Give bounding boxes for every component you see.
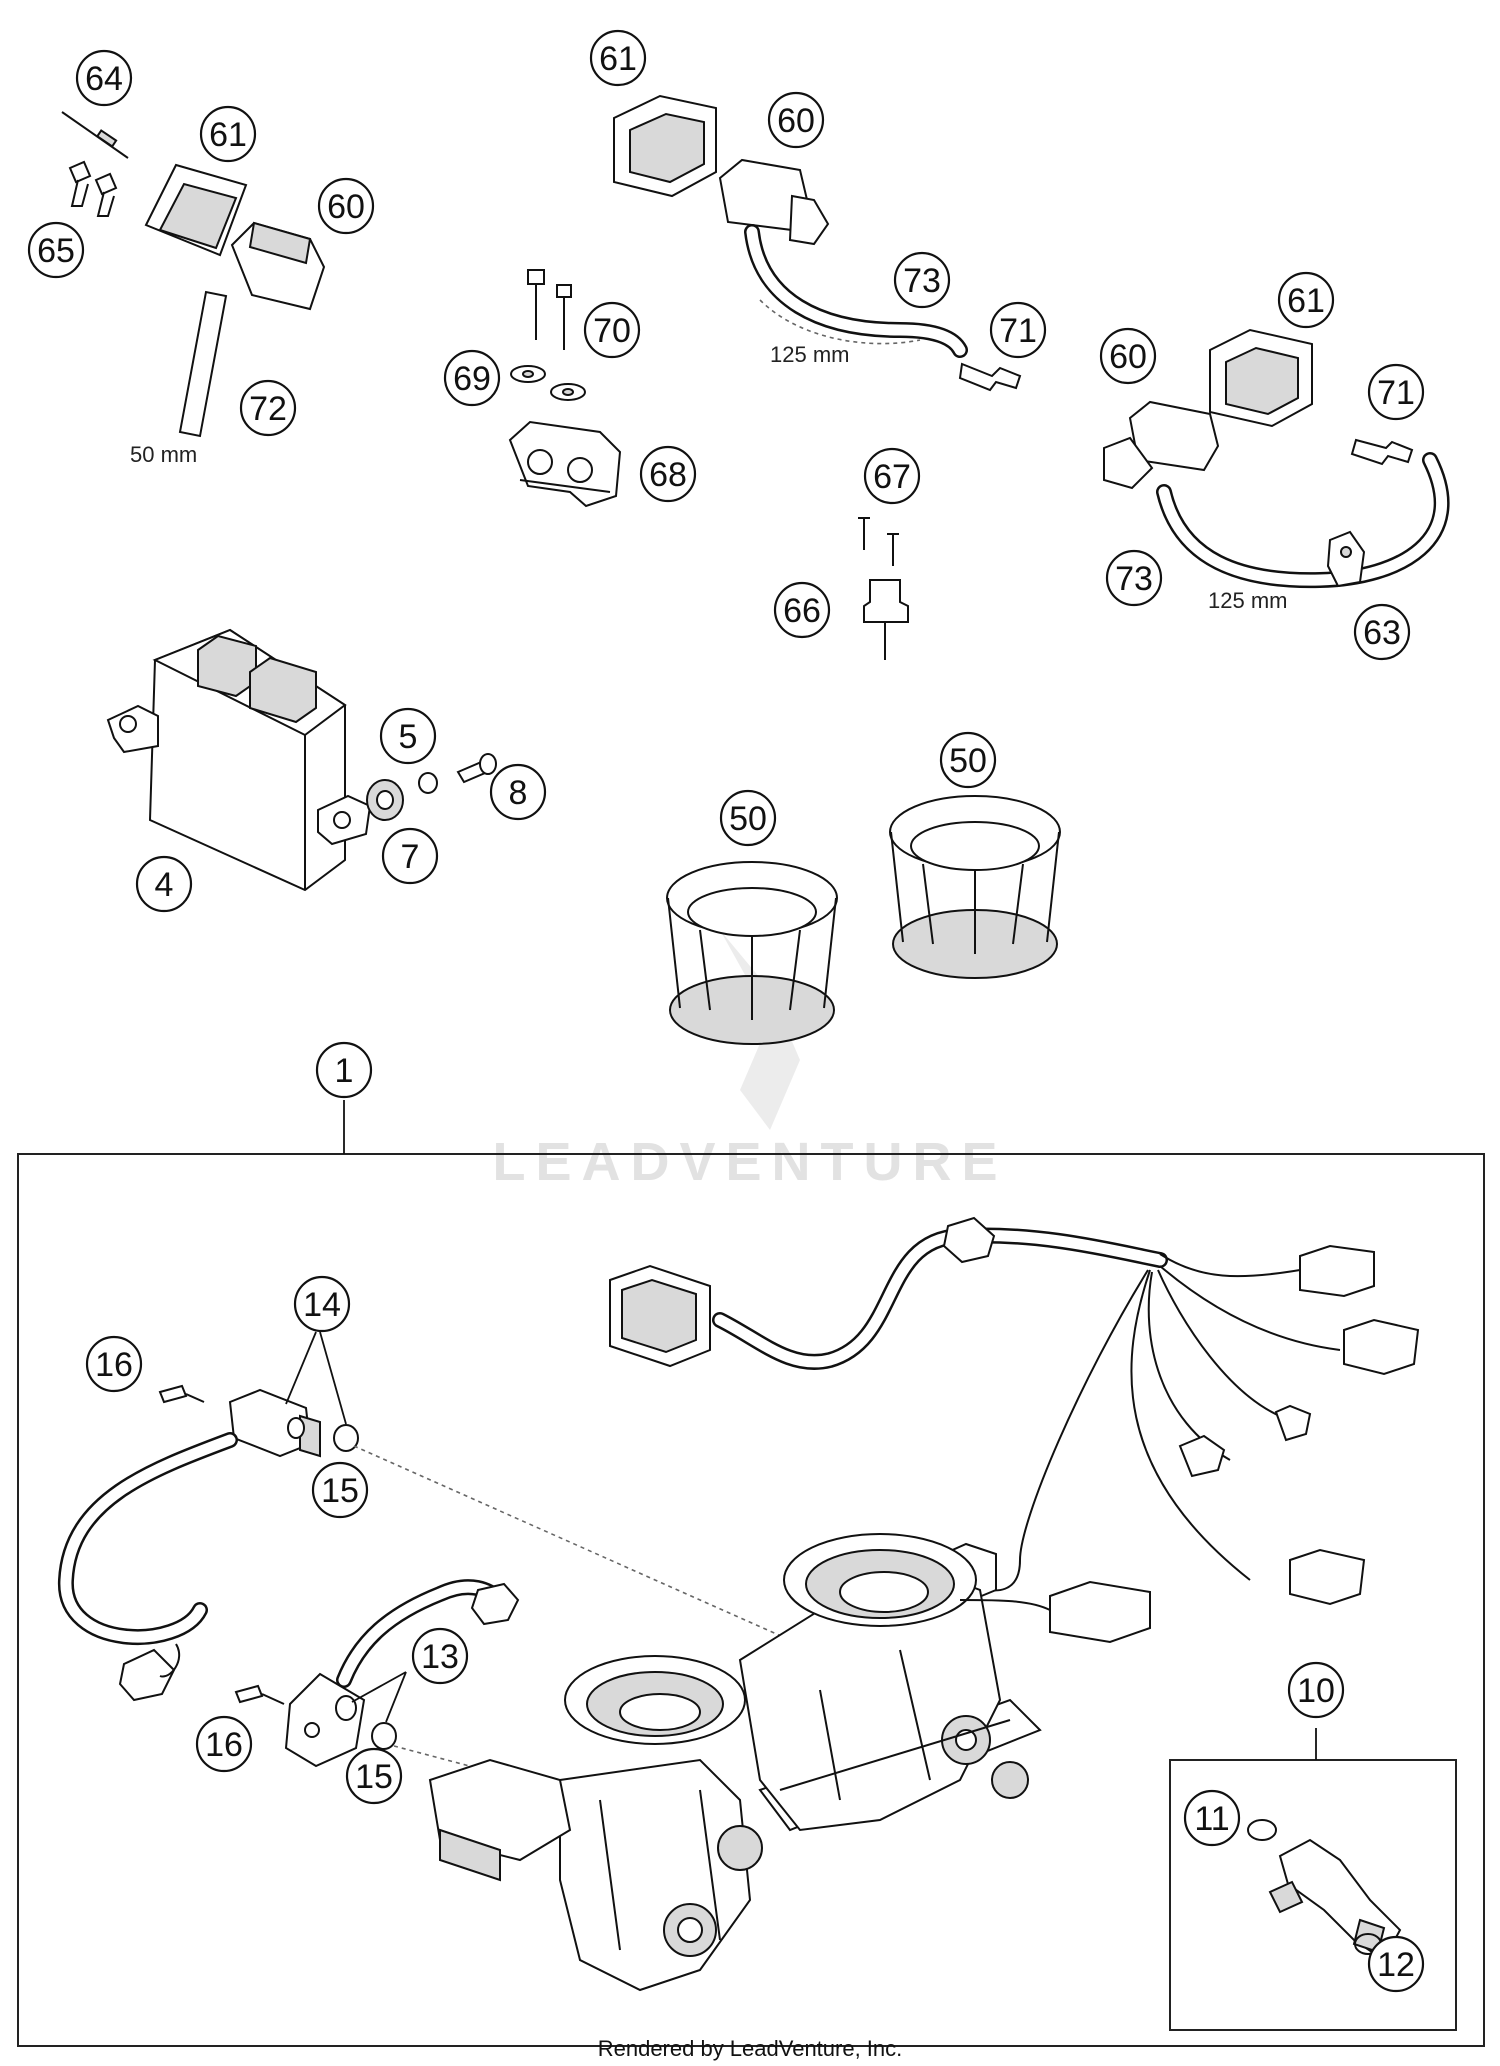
callout-65: 65 xyxy=(27,221,85,279)
air-funnel-left xyxy=(666,861,838,1045)
svg-text:10: 10 xyxy=(1297,1672,1335,1710)
callout-8: 8 xyxy=(489,763,547,821)
throttle-position-sensor-assembly xyxy=(234,1579,561,1791)
dimension-125mm-center: 125 mm xyxy=(770,342,849,367)
svg-text:71: 71 xyxy=(1377,374,1415,412)
svg-text:67: 67 xyxy=(873,458,911,496)
svg-text:73: 73 xyxy=(903,262,941,300)
svg-text:60: 60 xyxy=(777,102,815,140)
leader-lines xyxy=(285,1331,407,1723)
callout-7: 7 xyxy=(381,827,439,885)
callout-50-right: 50 xyxy=(939,731,997,789)
svg-text:14: 14 xyxy=(303,1286,341,1324)
injector-frame-10 xyxy=(1169,1759,1457,2031)
svg-text:4: 4 xyxy=(155,866,174,904)
svg-text:16: 16 xyxy=(95,1346,133,1384)
svg-text:50: 50 xyxy=(729,800,767,838)
callout-16-lower: 16 xyxy=(195,1715,253,1773)
svg-text:60: 60 xyxy=(1109,338,1147,376)
svg-text:5: 5 xyxy=(399,718,418,756)
callout-15-lower: 15 xyxy=(345,1747,403,1805)
render-credit: Rendered by LeadVenture, Inc. xyxy=(598,2036,903,2061)
callout-15-upper: 15 xyxy=(311,1461,369,1519)
callout-60-center: 60 xyxy=(767,91,825,149)
callout-10: 10 xyxy=(1287,1661,1345,1719)
air-funnel-right xyxy=(889,795,1061,979)
svg-text:13: 13 xyxy=(421,1638,459,1676)
throttle-body xyxy=(428,1533,1151,1992)
svg-text:69: 69 xyxy=(453,360,491,398)
callout-60-left: 60 xyxy=(317,177,375,235)
callout-69: 69 xyxy=(443,349,501,407)
svg-text:61: 61 xyxy=(1287,282,1325,320)
svg-text:60: 60 xyxy=(327,188,365,226)
callout-71-center: 71 xyxy=(989,301,1047,359)
svg-text:1: 1 xyxy=(335,1052,354,1090)
svg-text:70: 70 xyxy=(593,312,631,350)
svg-text:15: 15 xyxy=(321,1472,359,1510)
callout-16-upper: 16 xyxy=(85,1335,143,1393)
callout-61-right: 61 xyxy=(1277,271,1335,329)
svg-text:16: 16 xyxy=(205,1726,243,1764)
svg-text:61: 61 xyxy=(599,40,637,78)
callout-61-center: 61 xyxy=(589,29,647,87)
callout-12: 12 xyxy=(1367,1935,1425,1993)
callout-70: 70 xyxy=(583,301,641,359)
callout-13: 13 xyxy=(411,1627,469,1685)
callout-1: 1 xyxy=(315,1041,373,1099)
callout-68: 68 xyxy=(639,445,697,503)
watermark: LEADVENTURE xyxy=(492,930,1007,1192)
svg-text:12: 12 xyxy=(1377,1946,1415,1984)
svg-text:11: 11 xyxy=(1194,1800,1229,1838)
watermark-text: LEADVENTURE xyxy=(492,1132,1007,1192)
svg-text:68: 68 xyxy=(649,456,687,494)
svg-text:65: 65 xyxy=(37,232,75,270)
air-funnels xyxy=(666,795,1061,1045)
svg-text:8: 8 xyxy=(509,774,528,812)
assembly-frame-1 xyxy=(17,1153,1485,2047)
svg-text:61: 61 xyxy=(209,116,247,154)
svg-text:72: 72 xyxy=(249,390,287,428)
callout-11: 11 xyxy=(1183,1789,1241,1847)
callout-60-right: 60 xyxy=(1099,327,1157,385)
sensor-group-right xyxy=(1103,328,1450,589)
callout-73-right: 73 xyxy=(1105,549,1163,607)
svg-text:50: 50 xyxy=(949,742,987,780)
callout-50-left: 50 xyxy=(719,789,777,847)
wiring-harness xyxy=(609,1216,1420,1606)
svg-text:71: 71 xyxy=(999,312,1037,350)
temperature-sensor-group xyxy=(858,517,909,660)
dimension-50mm: 50 mm xyxy=(130,442,197,467)
svg-text:66: 66 xyxy=(783,592,821,630)
callout-64: 64 xyxy=(75,49,133,107)
callout-63: 63 xyxy=(1353,603,1411,661)
svg-text:7: 7 xyxy=(401,838,420,876)
svg-text:63: 63 xyxy=(1363,614,1401,652)
callout-61-left: 61 xyxy=(199,105,257,163)
callouts: 64 61 60 65 72 61 60 73 71 70 69 68 67 6… xyxy=(27,29,1425,1993)
callout-72: 72 xyxy=(239,379,297,437)
callout-5: 5 xyxy=(379,707,437,765)
callout-66: 66 xyxy=(773,581,831,639)
callout-73-center: 73 xyxy=(893,251,951,309)
map-sensor-assembly xyxy=(57,1384,791,1702)
dimension-125mm-right: 125 mm xyxy=(1208,588,1287,613)
svg-text:73: 73 xyxy=(1115,560,1153,598)
callout-71-right: 71 xyxy=(1367,363,1425,421)
callout-67: 67 xyxy=(863,447,921,505)
svg-text:64: 64 xyxy=(85,60,123,98)
svg-text:15: 15 xyxy=(355,1758,393,1796)
callout-4: 4 xyxy=(135,855,193,913)
ecu-group xyxy=(106,628,497,892)
sensor-group-left xyxy=(61,111,326,438)
fuel-injector xyxy=(1247,1819,1402,1962)
sensor-group-center xyxy=(508,94,1022,508)
callout-14: 14 xyxy=(293,1275,351,1333)
